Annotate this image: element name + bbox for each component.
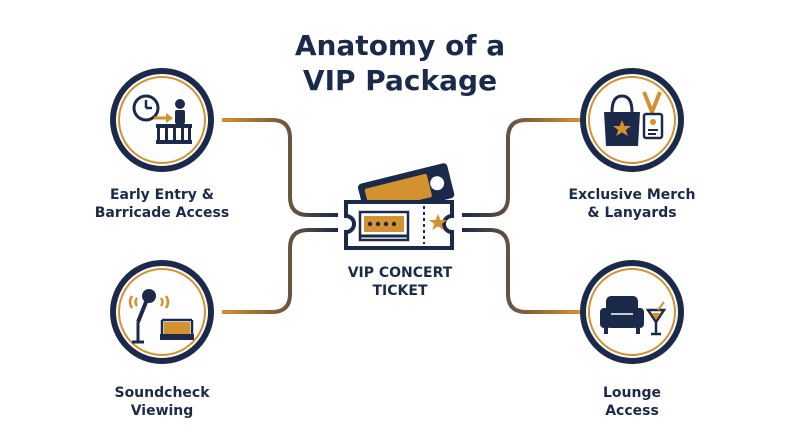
label-soundcheck: Soundcheck Viewing bbox=[52, 384, 272, 420]
label-merch-line-1: Exclusive Merch bbox=[568, 187, 696, 203]
title-line-1: Anatomy of a bbox=[294, 29, 506, 62]
center-label-line-1: VIP CONCERT bbox=[347, 265, 453, 281]
connector-lounge bbox=[462, 228, 580, 314]
label-lounge-line-1: Lounge bbox=[603, 385, 661, 401]
tote-lanyard-icon bbox=[604, 91, 664, 146]
label-lounge: Lounge Access bbox=[522, 384, 742, 420]
label-merch-line-2: & Lanyards bbox=[587, 205, 677, 221]
connector-soundcheck bbox=[222, 228, 338, 314]
diagram-title: Anatomy of a VIP Package bbox=[0, 28, 800, 98]
label-soundcheck-line-2: Viewing bbox=[130, 403, 194, 419]
label-early-entry-line-1: Early Entry & bbox=[109, 187, 215, 203]
connector-early-entry bbox=[222, 118, 338, 217]
microphone-stage-icon bbox=[128, 289, 194, 344]
label-early-entry-line-2: Barricade Access bbox=[94, 205, 230, 221]
armchair-cocktail-icon bbox=[600, 296, 667, 336]
node-lounge bbox=[580, 260, 684, 364]
ticket-icon bbox=[344, 163, 455, 250]
center-label-line-2: TICKET bbox=[372, 283, 428, 299]
label-early-entry: Early Entry & Barricade Access bbox=[52, 186, 272, 222]
center-label: VIP CONCERT TICKET bbox=[290, 264, 510, 300]
connector-merch bbox=[462, 118, 580, 217]
label-soundcheck-line-1: Soundcheck bbox=[114, 385, 210, 401]
title-line-2: VIP Package bbox=[302, 64, 498, 97]
node-soundcheck bbox=[110, 260, 214, 364]
label-merch: Exclusive Merch & Lanyards bbox=[522, 186, 742, 222]
clock-barricade-icon bbox=[132, 94, 192, 144]
node-early-entry bbox=[110, 68, 214, 172]
label-lounge-line-2: Access bbox=[605, 403, 659, 419]
node-merch bbox=[580, 68, 684, 172]
